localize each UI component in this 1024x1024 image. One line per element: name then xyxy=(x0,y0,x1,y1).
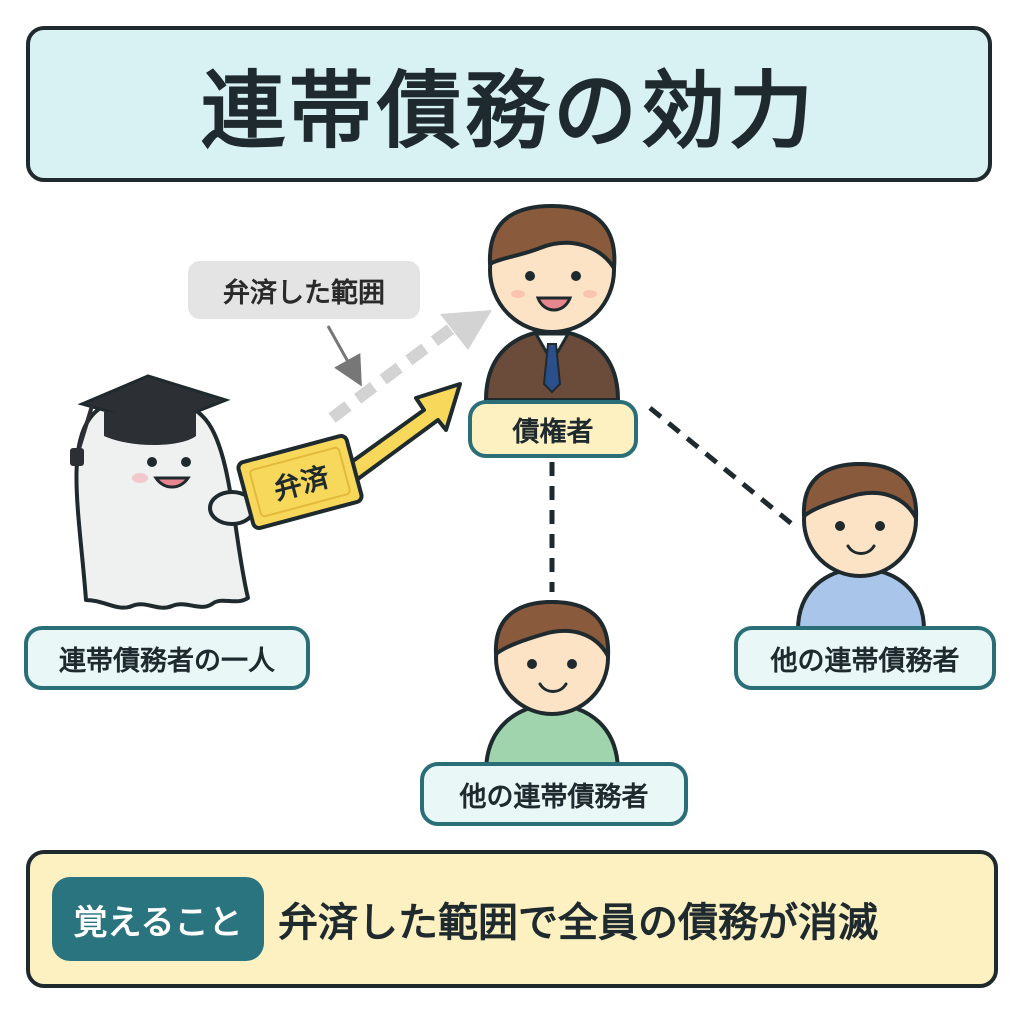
other-debtor-label-right: 他の連帯債務者 xyxy=(734,626,996,690)
creditor-figure xyxy=(484,204,620,402)
takeaway-badge: 覚えること xyxy=(52,877,264,961)
page-title: 連帯債務の効力 xyxy=(200,61,817,160)
payment-card xyxy=(236,434,364,530)
takeaway-summary: 弁済した範囲で全員の債務が消滅 xyxy=(278,900,878,946)
other-debtor-figure-right xyxy=(795,462,927,632)
creditor-label: 債権者 xyxy=(468,400,638,458)
ghost-debtor-figure xyxy=(70,374,256,610)
paid-range-callout: 弁済した範囲 xyxy=(188,261,420,319)
other-debtor-figure-bottom xyxy=(483,600,621,774)
other-debtor-label-bottom: 他の連帯債務者 xyxy=(420,762,688,826)
paid-range-dashed-arrow xyxy=(328,317,464,423)
dashed-connector-right xyxy=(648,406,794,526)
callout-pointer-arrow xyxy=(326,325,362,387)
payer-label: 連帯債務者の一人 xyxy=(24,626,310,690)
title-banner: 連帯債務の効力 xyxy=(26,26,992,182)
